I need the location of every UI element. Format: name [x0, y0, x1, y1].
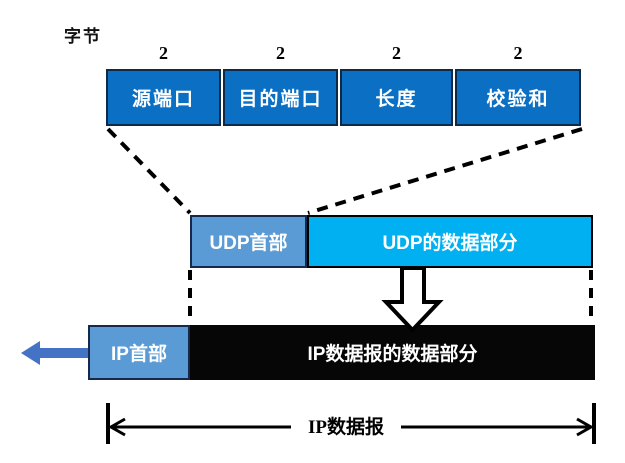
ip-header-box: IP首部: [88, 325, 190, 380]
byte-unit-label: 字节: [64, 27, 102, 46]
field-size-row: 2 2 2 2: [106, 38, 583, 64]
dashed-expansion-line-right: [307, 127, 583, 215]
field-cell-source-port: 源端口: [106, 69, 221, 126]
field-cell-dest-port: 目的端口: [223, 69, 338, 126]
udp-data-box: UDP的数据部分: [307, 215, 593, 268]
down-arrow-icon: [381, 266, 444, 333]
ip-datagram-extent-label: IP数据报: [291, 411, 401, 439]
field-size-source-port: 2: [159, 43, 168, 63]
dashed-expansion-line-left: [106, 127, 192, 215]
udp-header-fields-row: 源端口 目的端口 长度 校验和: [106, 69, 583, 126]
ip-data-box: IP数据报的数据部分: [190, 325, 595, 380]
field-size-length: 2: [392, 43, 401, 63]
extent-arrowhead-right-icon: [576, 417, 595, 437]
extent-arrowhead-left-icon: [107, 417, 126, 437]
field-size-dest-port: 2: [276, 43, 285, 63]
field-cell-length: 长度: [340, 69, 453, 126]
left-arrow-icon: [21, 341, 88, 365]
udp-header-box: UDP首部: [190, 215, 307, 268]
field-size-checksum: 2: [513, 43, 523, 63]
field-cell-checksum: 校验和: [455, 69, 581, 126]
